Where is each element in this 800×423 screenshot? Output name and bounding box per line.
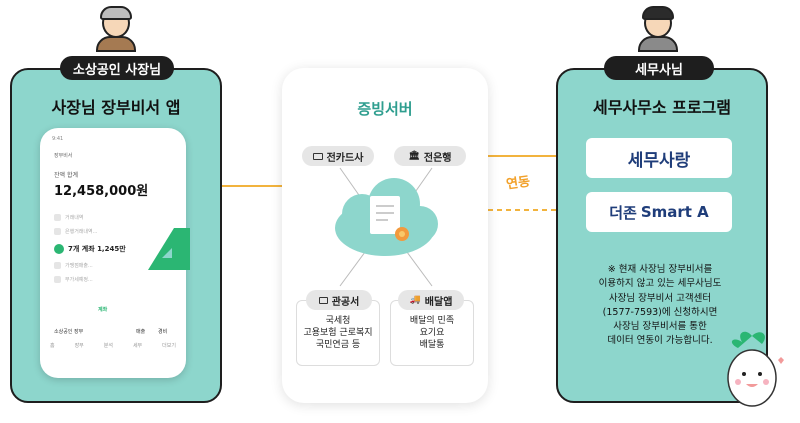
briefcase-icon <box>318 296 328 304</box>
phone-mockup: 9:41 장부비서 잔액 합계 12,458,000원 거래내역 은행거래내역.… <box>40 128 186 378</box>
logo-semusarang-text: 세무사랑 <box>627 150 691 171</box>
service-note: ※ 현재 사장님 장부비서를 이용하지 않고 있는 세무사님도 사장님 장부비서… <box>598 264 722 347</box>
phone-nav-more: 더보기 <box>162 343 176 349</box>
accountant-tag: 세무사님 <box>604 56 714 80</box>
pill-government: 관공서 <box>306 290 372 310</box>
owner-avatar <box>94 6 138 52</box>
phone-row-2: 은행거래내역... <box>54 228 97 235</box>
logo-douzone-smart-a: 더존 Smart A <box>586 192 732 232</box>
phone-nav-bar: 홈 장부 분석 세무 더보기 <box>40 342 186 349</box>
phone-nav-ledger: 장부 <box>74 343 84 349</box>
pill-banks: 🏛 전은행 <box>394 146 466 166</box>
phone-row-4: 부가세예정... <box>54 276 93 283</box>
bank-icon: 🏛 <box>408 151 420 161</box>
pill-delivery-apps: 🚚 배달앱 <box>398 290 464 310</box>
phone-row-1: 거래내역 <box>54 214 83 221</box>
phone-footer-b: 경비 <box>158 329 168 335</box>
accountant-avatar <box>636 6 680 52</box>
owner-tag: 소상공인 사장님 <box>60 56 174 80</box>
phone-balance: 12,458,000원 <box>54 184 149 199</box>
accountant-panel-title: 세무사무소 프로그램 <box>592 98 732 117</box>
phone-balance-label: 잔액 합계 <box>54 172 78 179</box>
accountant-panel: 세무사무소 프로그램 <box>556 68 768 403</box>
logo-douzone-text: 더존 <box>609 203 637 222</box>
owner-panel-title: 사장님 장부비서 앱 <box>51 98 181 117</box>
phone-app-name: 장부비서 <box>54 153 73 159</box>
cloud-diagram <box>335 167 438 287</box>
logo-smart-a-text: Smart A <box>640 203 709 221</box>
phone-row-3: 가맹점매출... <box>54 262 93 269</box>
pill-card-companies: 전카드사 <box>302 146 374 166</box>
phone-footer-text: 소상공인 장부 <box>54 329 84 335</box>
document-icon <box>370 196 409 241</box>
phone-status-time: 9:41 <box>52 136 64 142</box>
delivery-sources: 배달의 민족 요기요 배달통 <box>390 300 474 366</box>
link-label: 연동 <box>505 174 532 193</box>
phone-footer-a: 매출 <box>136 329 146 335</box>
phone-highlight-row: 7개 계좌 1,245만 <box>54 244 126 254</box>
phone-nav-analysis: 분석 <box>103 343 113 349</box>
radish-mascot-icon <box>727 331 784 407</box>
evidence-server-title: 증빙서버 <box>357 100 413 118</box>
phone-tab-label: 계좌 <box>98 307 108 313</box>
app-logo-icon <box>148 228 190 270</box>
logo-semusarang: 세무사랑 <box>586 138 732 178</box>
delivery-truck-icon: 🚚 <box>409 295 421 305</box>
phone-nav-tax: 세무 <box>132 343 143 349</box>
credit-card-icon <box>312 152 323 160</box>
phone-nav-home: 홈 <box>49 343 55 349</box>
